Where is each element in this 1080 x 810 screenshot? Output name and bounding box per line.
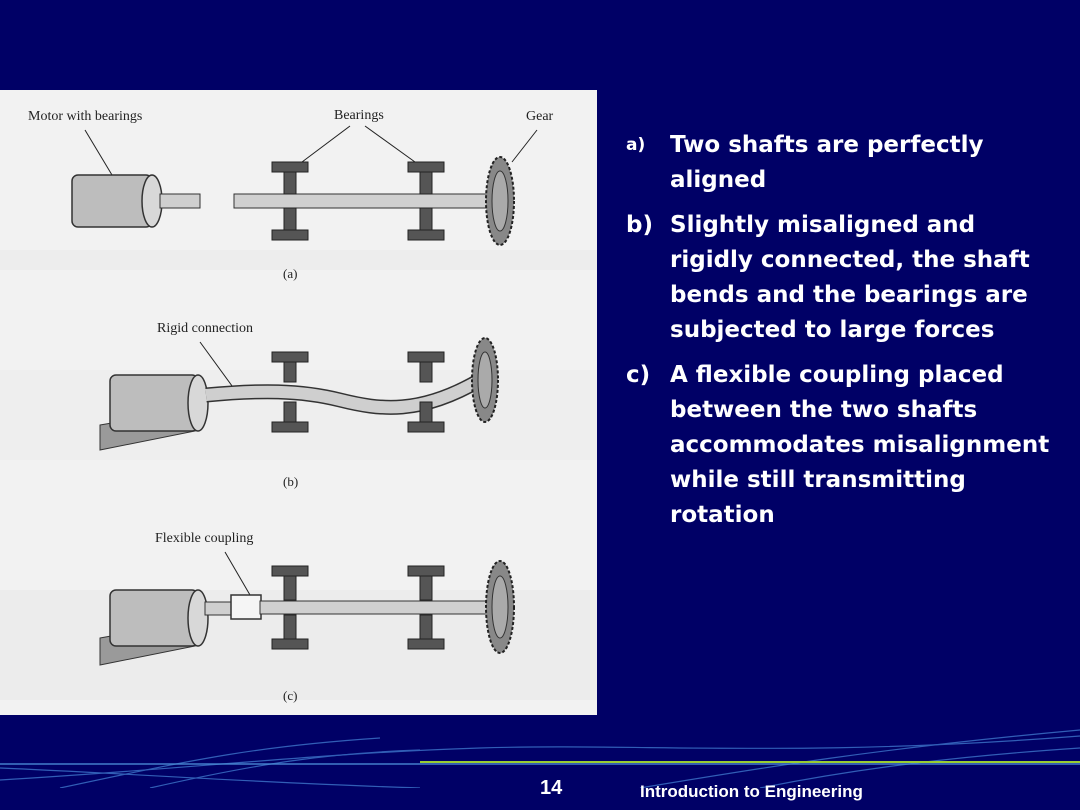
bullet-c: c) A flexible coupling placed between th… bbox=[626, 358, 1066, 533]
label-rigid-connection: Rigid connection bbox=[157, 321, 253, 336]
bullet-b: b) Slightly misaligned and rigidly conne… bbox=[626, 208, 1066, 348]
footer-decoration bbox=[0, 729, 1080, 788]
label-gear: Gear bbox=[526, 109, 554, 124]
bullet-marker: c) bbox=[626, 362, 651, 388]
label-motor-with-bearings: Motor with bearings bbox=[28, 109, 142, 124]
bullet-text: Slightly misaligned and rigidly connecte… bbox=[670, 212, 1030, 343]
label-bearings: Bearings bbox=[334, 108, 384, 123]
bullet-a: a) Two shafts are perfectly aligned bbox=[626, 128, 1066, 198]
label-flexible-coupling: Flexible coupling bbox=[155, 531, 253, 546]
shaft-alignment-figure: Motor with bearings Bearings Gear bbox=[0, 90, 597, 715]
footer-title: Introduction to Engineering bbox=[640, 782, 863, 801]
bullet-text: A flexible coupling placed between the t… bbox=[670, 362, 1050, 528]
caption-a: (a) bbox=[283, 266, 297, 281]
bullet-marker: b) bbox=[626, 212, 653, 238]
caption-c: (c) bbox=[283, 688, 297, 703]
caption-b: (b) bbox=[283, 474, 298, 489]
page-number: 14 bbox=[540, 777, 563, 799]
diagram-c: Flexible coupling (c) bbox=[99, 531, 515, 703]
diagram-b: Rigid connection (b) bbox=[99, 321, 499, 489]
diagram-a: Motor with bearings Bearings Gear bbox=[28, 108, 554, 281]
bullet-list: a) Two shafts are perfectly aligned b) S… bbox=[626, 128, 1066, 543]
bullet-marker: a) bbox=[626, 135, 646, 155]
bullet-text: Two shafts are perfectly aligned bbox=[670, 132, 984, 193]
